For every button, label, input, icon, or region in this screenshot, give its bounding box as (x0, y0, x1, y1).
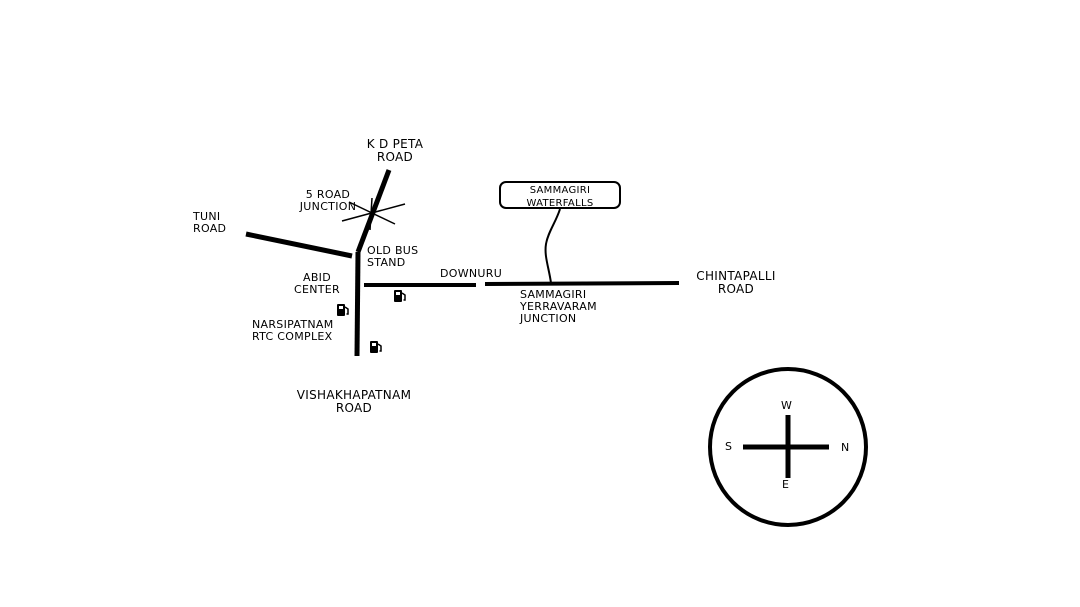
label-downuru: DOWNURU (440, 267, 503, 280)
label-abid-center: ABID CENTER (294, 271, 340, 296)
fuel-pump-icon (337, 304, 349, 316)
label-narsipatnam-rtc-complex: NARSIPATNAM RTC COMPLEX (252, 318, 334, 343)
compass-top-letter: W (781, 399, 792, 412)
road-vishakhapatnam-to-old-bus-stand (354, 251, 361, 357)
road-tuni (245, 231, 353, 259)
road-downuru-to-chintapalli (484, 281, 680, 286)
five-road-junction-marker (341, 197, 406, 231)
fuel-pump-icon (370, 341, 382, 353)
compass-right-letter: N (841, 441, 850, 454)
compass (708, 367, 868, 527)
label-sammagiri-yerravaram-junction: SAMMAGIRI YERRAVARAM JUNCTION (520, 288, 597, 325)
road-kd-peta (355, 169, 392, 253)
compass-bottom-letter: E (782, 478, 789, 491)
label-tuni-road: TUNI ROAD (193, 210, 227, 235)
compass-left-letter: S (725, 440, 732, 453)
sammagiri-waterfalls-box: SAMMAGIRI WATERFALLS (499, 181, 621, 209)
compass-ring (708, 367, 868, 527)
label-five-road-junction: 5 ROAD JUNCTION (299, 188, 357, 213)
label-chintapalli-road: CHINTAPALLI ROAD (696, 269, 776, 296)
road-waterfalls-connector (544, 208, 561, 284)
label-vishakhapatnam-road: VISHAKHAPATNAM ROAD (296, 388, 412, 415)
label-old-bus-stand: OLD BUS STAND (367, 244, 419, 269)
label-kd-peta-road: K D PETA ROAD (366, 137, 424, 164)
fuel-pump-icon (394, 290, 406, 302)
